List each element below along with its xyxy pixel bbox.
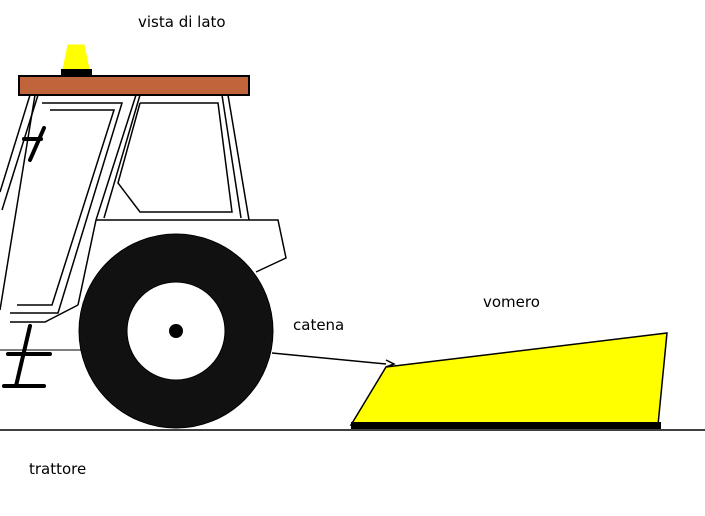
chain-label: catena (293, 316, 345, 334)
diagram-title: vista di lato (138, 13, 226, 31)
plow-skid (351, 422, 661, 429)
plow (349, 332, 668, 429)
door-handle (22, 126, 46, 162)
rear-wheel (78, 233, 274, 429)
beacon-lamp (62, 44, 90, 70)
plow-label: vomero (483, 293, 540, 311)
beacon-light (61, 44, 92, 76)
chain-line (271, 352, 387, 365)
tractor-label: trattore (29, 460, 87, 478)
plow-blade (349, 332, 668, 426)
wheel-hub (169, 324, 183, 338)
cab-step (2, 324, 52, 388)
beacon-base (61, 69, 92, 76)
tractor-cab (0, 94, 287, 323)
cab-roof (18, 75, 250, 96)
